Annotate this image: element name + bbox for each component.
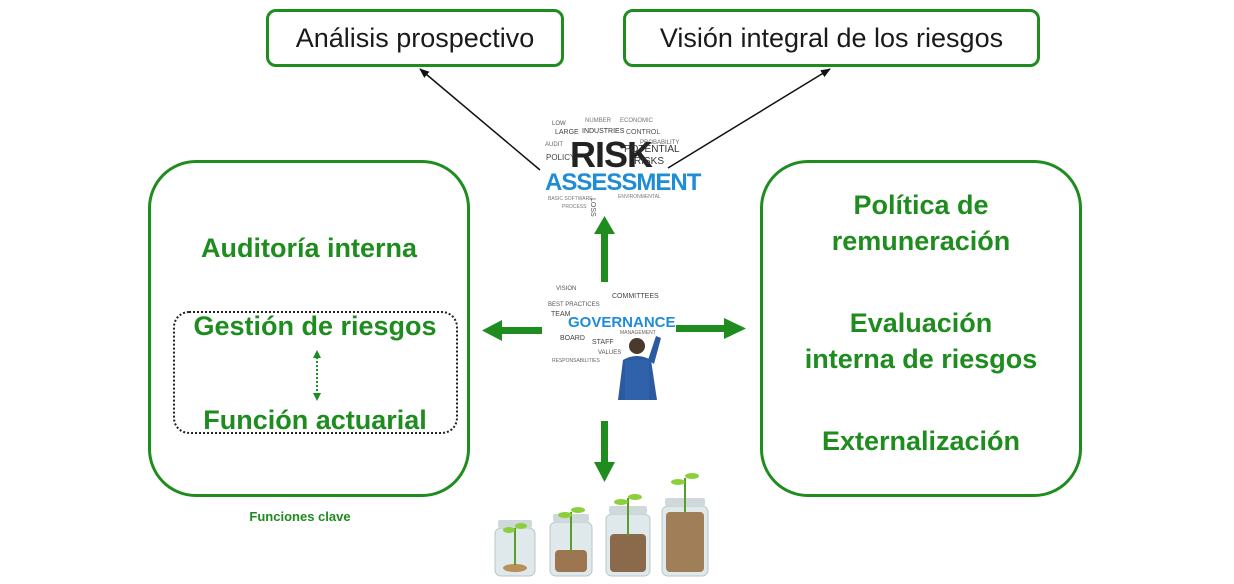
svg-text:AUDIT: AUDIT xyxy=(545,142,563,148)
svg-text:PROBABILITY: PROBABILITY xyxy=(640,140,679,146)
remuneration-policy-line1: Política de xyxy=(853,190,989,220)
svg-text:LOSS: LOSS xyxy=(589,198,596,217)
arrow-down-green xyxy=(594,421,615,482)
svg-text:VALUES: VALUES xyxy=(598,350,621,356)
risk-assessment-image: LOW NUMBER ECONOMIC LARGE INDUSTRIES CON… xyxy=(545,118,703,217)
prospective-analysis-label: Análisis prospectivo xyxy=(295,22,535,53)
risk-actuarial-group xyxy=(173,311,458,434)
risk-management-label: Gestión de riesgos xyxy=(193,311,437,341)
svg-text:POTENTIAL: POTENTIAL xyxy=(624,144,680,155)
svg-text:VISION: VISION xyxy=(556,286,576,292)
svg-text:LARGE: LARGE xyxy=(555,129,579,136)
svg-text:POLICY: POLICY xyxy=(546,153,576,162)
coin-jars-image xyxy=(494,473,709,577)
integral-risk-vision-label: Visión integral de los riesgos xyxy=(659,22,1004,53)
svg-text:BEST PRACTICES: BEST PRACTICES xyxy=(548,302,600,308)
svg-text:RISKS: RISKS xyxy=(634,156,664,167)
svg-text:INDUSTRIES: INDUSTRIES xyxy=(582,128,625,135)
outsourcing-label: Externalización xyxy=(821,426,1021,456)
governance-image: VISION COMMITTEES BEST PRACTICES TEAM GO… xyxy=(548,286,676,400)
arrow-to-integral-vision xyxy=(667,68,831,169)
actuarial-function-label: Función actuarial xyxy=(203,405,427,435)
assessment-word: ASSESSMENT xyxy=(545,169,702,196)
prospective-analysis-box: Análisis prospectivo xyxy=(266,9,564,67)
key-functions-caption: Funciones clave xyxy=(249,509,351,524)
svg-text:PROCESS: PROCESS xyxy=(562,204,587,210)
svg-text:NUMBER: NUMBER xyxy=(585,118,612,124)
internal-risk-eval-line1: Evaluación xyxy=(849,308,993,338)
risk-word: RISK xyxy=(570,134,653,175)
svg-text:ENVIRONMENTAL: ENVIRONMENTAL xyxy=(618,194,661,200)
governance-word: GOVERNANCE xyxy=(568,314,676,331)
governance-topics-box xyxy=(760,160,1082,497)
internal-risk-eval-line2: interna de riesgos xyxy=(804,344,1038,374)
svg-text:COMMITTEES: COMMITTEES xyxy=(612,293,659,300)
svg-text:ECONOMIC: ECONOMIC xyxy=(620,118,654,124)
arrow-left-green xyxy=(482,320,542,341)
svg-text:CONTROL: CONTROL xyxy=(626,129,660,136)
svg-text:LOW: LOW xyxy=(552,121,566,127)
svg-text:TEAM: TEAM xyxy=(551,311,571,318)
dotted-double-arrow xyxy=(313,350,321,401)
arrow-to-prospective xyxy=(419,68,541,171)
remuneration-policy-line2: remuneración xyxy=(831,226,1011,256)
svg-text:BASIC SOFTWARE: BASIC SOFTWARE xyxy=(548,196,593,202)
svg-text:MANAGEMENT: MANAGEMENT xyxy=(620,330,656,336)
arrow-right-green xyxy=(676,318,746,339)
integral-risk-vision-box: Visión integral de los riesgos xyxy=(623,9,1040,67)
svg-text:STAFF: STAFF xyxy=(592,339,614,346)
svg-text:BOARD: BOARD xyxy=(560,335,585,342)
key-functions-box xyxy=(148,160,470,497)
arrow-up-green xyxy=(594,216,615,282)
svg-text:RESPONSABILITIES: RESPONSABILITIES xyxy=(552,358,600,364)
internal-audit-label: Auditoría interna xyxy=(200,233,417,263)
